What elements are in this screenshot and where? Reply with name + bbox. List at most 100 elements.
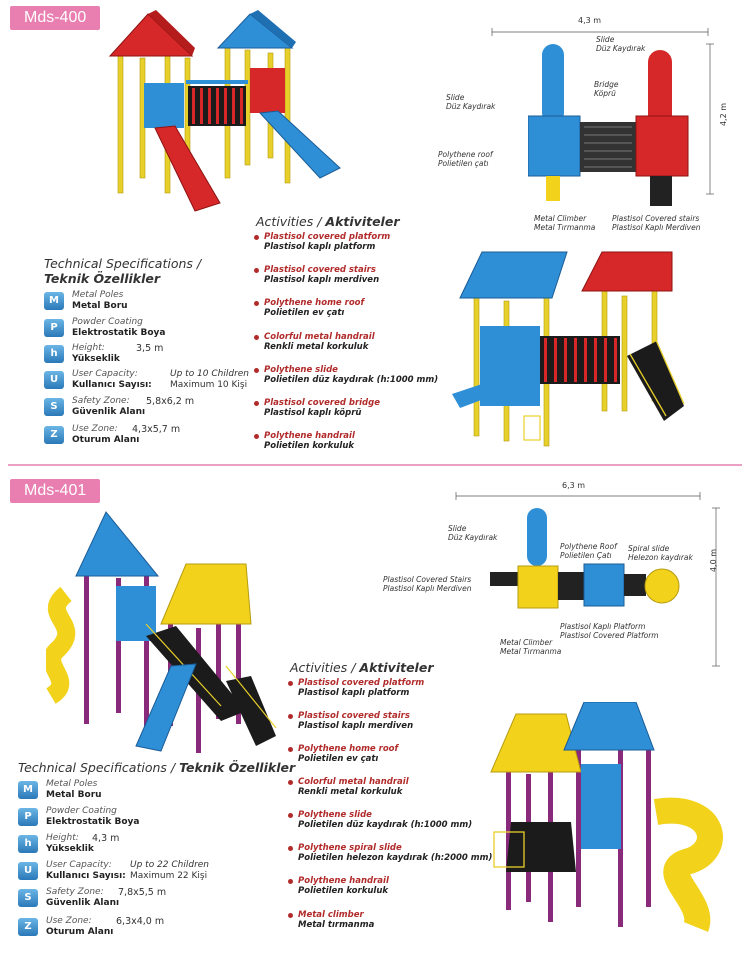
- product-code-badge: Mds-401: [10, 479, 101, 503]
- activity-en: Colorful metal handrail: [298, 777, 409, 787]
- powder-coating-icon: P: [44, 319, 64, 337]
- activity-en: Plastisol covered platform: [264, 232, 391, 242]
- spec-label-en: Powder Coating: [46, 806, 117, 816]
- bullet-icon: [288, 879, 293, 884]
- spec-label-tr: Yükseklik: [46, 844, 94, 854]
- activity-tr: Renkli metal korkuluk: [264, 342, 369, 352]
- activity-en: Plastisol covered stairs: [264, 265, 376, 275]
- bullet-icon: [288, 913, 293, 918]
- bullet-icon: [254, 401, 259, 406]
- spec-value: 7,8x5,5 m: [118, 887, 167, 898]
- bullet-icon: [254, 268, 259, 273]
- spec-label-tr: Elektrostatik Boya: [72, 328, 166, 338]
- spec-label-en: Use Zone:: [46, 916, 92, 926]
- activity-en: Polythene home roof: [298, 744, 399, 754]
- activities-title: Activities / Aktiviteler: [256, 214, 400, 229]
- spec-label-en: Metal Poles: [72, 290, 124, 300]
- spec-label-en: Safety Zone:: [46, 887, 104, 897]
- bullet-icon: [288, 846, 293, 851]
- activities-title: Activities / Aktiviteler: [290, 660, 434, 675]
- height-icon: h: [18, 835, 38, 853]
- spec-value-tr: Maximum 10 Kişi: [170, 380, 248, 390]
- spec-value: 4,3x5,7 m: [132, 424, 181, 435]
- spec-label-en: Powder Coating: [72, 317, 143, 327]
- plan-height-label: 4,2 m: [719, 102, 729, 127]
- spec-value: 6,3x4,0 m: [116, 916, 165, 927]
- plan-dimension-lines: [491, 28, 714, 195]
- metal-poles-icon: M: [44, 292, 64, 310]
- use-zone-icon: Z: [18, 918, 38, 936]
- spec-label-en: User Capacity:: [72, 369, 138, 379]
- bullet-icon: [254, 368, 259, 373]
- activity-en: Colorful metal handrail: [264, 332, 375, 342]
- activity-tr: Plastisol kaplı platform: [298, 688, 410, 698]
- bullet-icon: [288, 813, 293, 818]
- plan-width-label: 4,3 m: [578, 16, 602, 25]
- activity-tr: Metal tırmanma: [298, 920, 375, 930]
- activity-en: Plastisol covered stairs: [298, 711, 410, 721]
- activity-tr: Polietilen korkuluk: [264, 441, 355, 451]
- spec-value-tr: Maximum 22 Kişi: [130, 871, 208, 881]
- spec-label-tr: Metal Boru: [46, 790, 102, 800]
- activity-en: Plastisol covered bridge: [264, 398, 380, 408]
- bullet-icon: [288, 714, 293, 719]
- spec-title: Technical Specifications / Teknik Özelli…: [18, 760, 296, 775]
- product-section-mds-400: Mds-400 4,3 m: [0, 0, 750, 462]
- section-divider: [8, 464, 742, 466]
- activity-tr: Polietilen korkuluk: [298, 886, 389, 896]
- activity-en: Metal climber: [298, 910, 364, 920]
- spec-value: 5,8x6,2 m: [146, 396, 195, 407]
- activity-tr: Plastisol kaplı köprü: [264, 408, 362, 418]
- spec-label-tr: Kullanıcı Sayısı:: [46, 871, 126, 881]
- activity-en: Polythene handrail: [298, 876, 389, 886]
- spec-label-tr: Kullanıcı Sayısı:: [72, 380, 152, 390]
- spec-value: Up to 10 Children: [170, 369, 250, 379]
- plan-top-drawing: [528, 44, 689, 206]
- height-icon: h: [44, 345, 64, 363]
- activity-tr: Polietilen ev çatı: [298, 754, 379, 764]
- activity-en: Polythene home roof: [264, 298, 365, 308]
- playground-3d-alt-view-mds-401: [490, 702, 723, 932]
- activity-tr: Polietilen helezon kaydırak (h:2000 mm): [298, 853, 493, 863]
- spec-value: Up to 22 Children: [130, 860, 210, 870]
- product-section-mds-401: Mds-401 6,3 m 4,0 m: [0, 470, 750, 953]
- activity-en: Polythene handrail: [264, 431, 355, 441]
- spec-label-tr: Güvenlik Alanı: [46, 898, 120, 908]
- spec-label-tr: Metal Boru: [72, 301, 128, 311]
- spec-value: 4,3 m: [92, 833, 120, 844]
- activity-tr: Renkli metal korkuluk: [298, 787, 403, 797]
- bullet-icon: [254, 434, 259, 439]
- plan-top-drawing: [490, 508, 680, 609]
- safety-zone-icon: S: [18, 889, 38, 907]
- spec-label-en: Safety Zone:: [72, 396, 130, 406]
- activity-tr: Polietilen düz kaydırak (h:1000 mm): [298, 820, 473, 830]
- activity-tr: Polietilen ev çatı: [264, 308, 345, 318]
- plan-dimension-lines: [455, 492, 720, 667]
- user-capacity-icon: U: [18, 862, 38, 880]
- plan-height-label: 4,0 m: [709, 548, 719, 573]
- plan-width-label: 6,3 m: [562, 481, 586, 490]
- playground-3d-alt-view-mds-400: [452, 251, 685, 447]
- bullet-icon: [254, 301, 259, 306]
- activity-en: Plastisol covered platform: [298, 678, 425, 688]
- safety-zone-icon: S: [44, 398, 64, 416]
- spec-label-en: User Capacity:: [46, 860, 112, 870]
- activity-tr: Plastisol kaplı platform: [264, 242, 376, 252]
- use-zone-icon: Z: [44, 426, 64, 444]
- spec-value: 3,5 m: [136, 343, 164, 354]
- spec-label-en: Height:: [46, 833, 79, 843]
- spec-label-tr: Oturum Alanı: [72, 435, 140, 445]
- bullet-icon: [254, 235, 259, 240]
- spec-title: Technical Specifications /Teknik Özellik…: [44, 256, 202, 286]
- activity-en: Polythene slide: [298, 810, 372, 820]
